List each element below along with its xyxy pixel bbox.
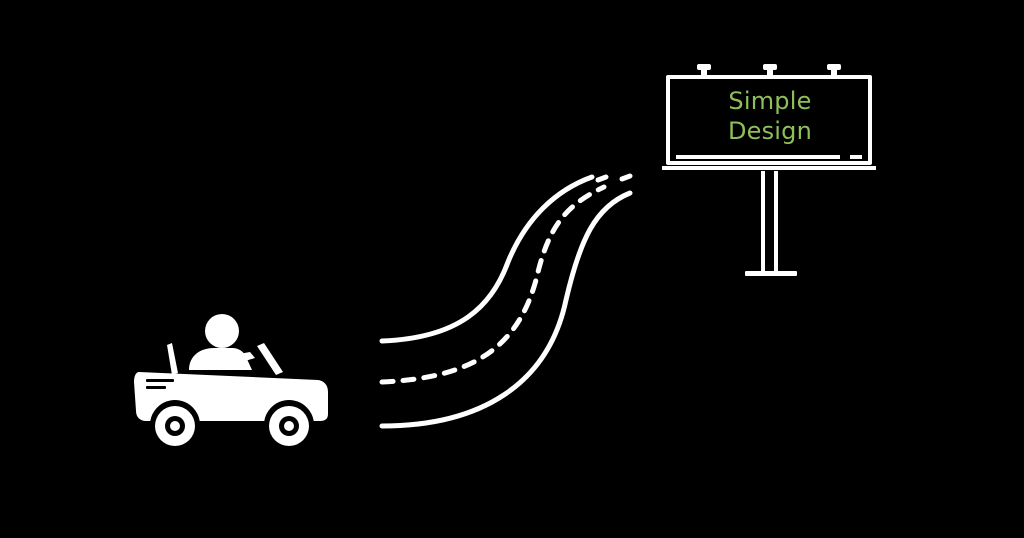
billboard-text-line-2: Design: [727, 117, 813, 145]
person-driving-car-icon: [134, 314, 328, 450]
billboard-text-line-1: Simple: [728, 87, 812, 115]
billboard-text: Simple Design: [676, 86, 864, 146]
winding-road-icon: [379, 173, 633, 429]
billboard-icon: [662, 64, 876, 276]
